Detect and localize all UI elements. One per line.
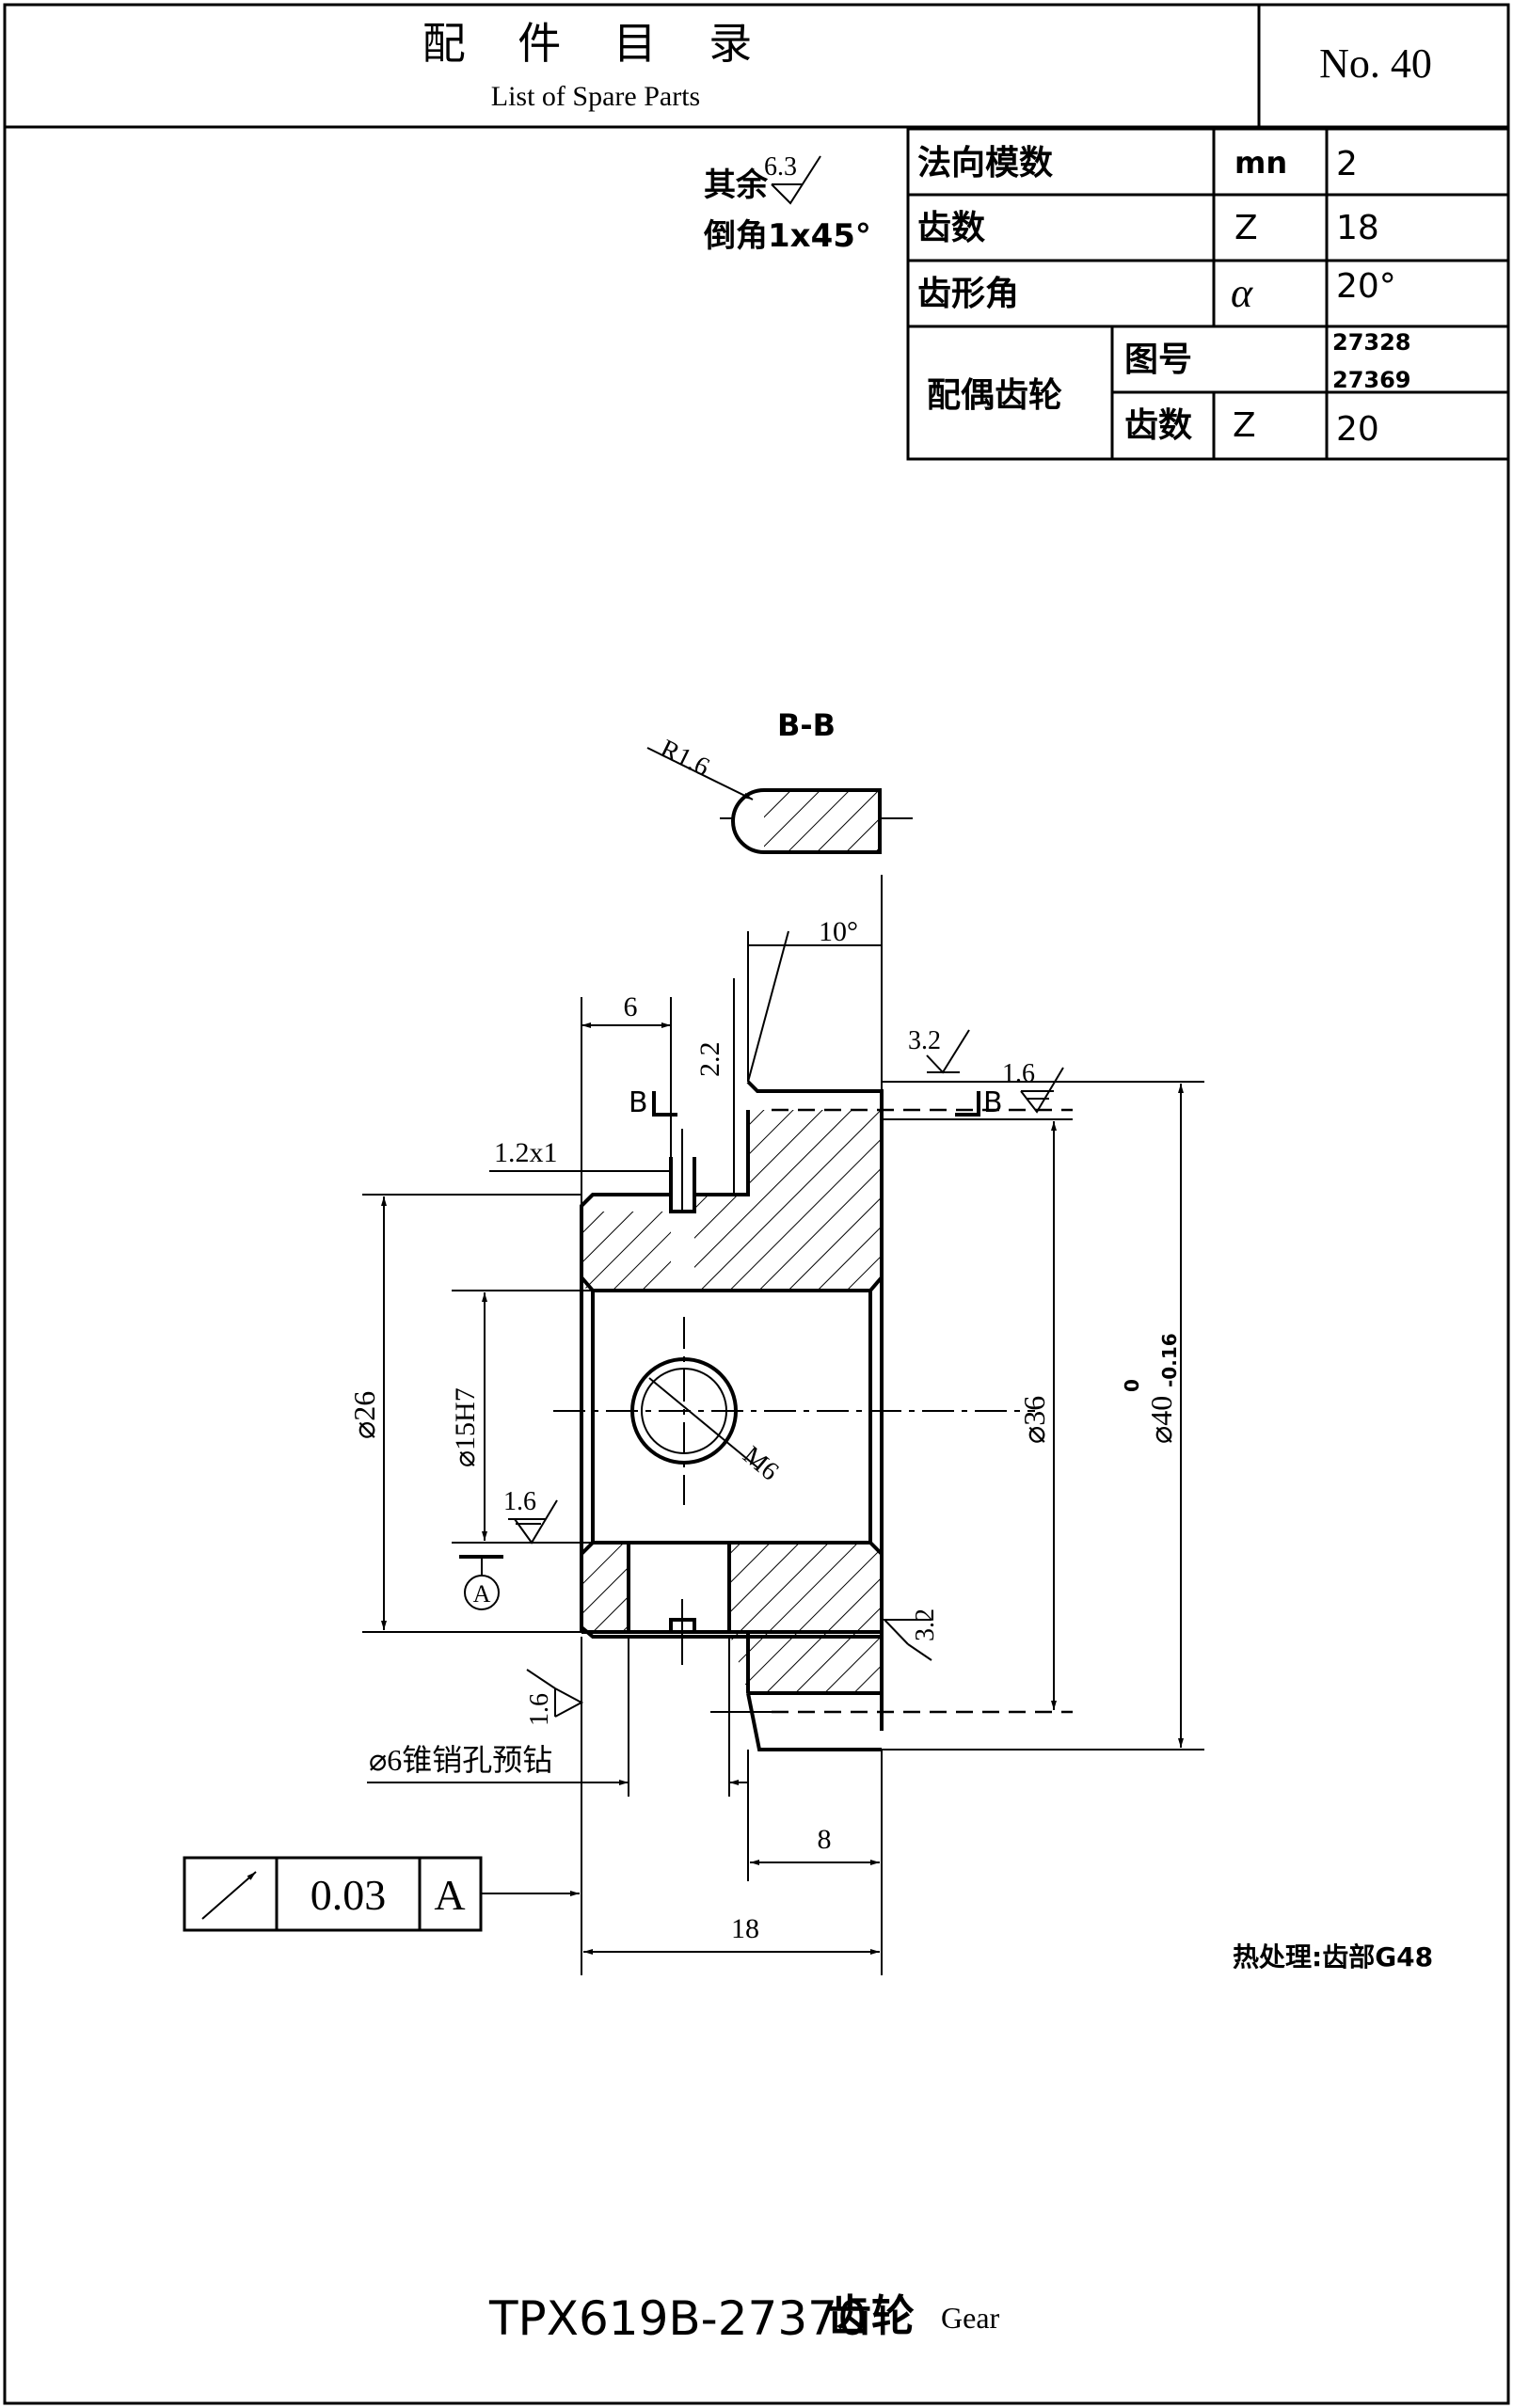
param-symbol-pressure-angle: α [1231, 270, 1253, 316]
mating-drawing-no-1: 27328 [1332, 329, 1411, 356]
dimensions: 10° 6 2.2 B B 1.2x1 ⌀26 ⌀15H7 ⌀36 [347, 875, 1204, 1975]
mating-drawing-no-2: 27369 [1332, 367, 1411, 393]
general-notes: 其余 6.3 倒角1x45° [703, 152, 871, 255]
param-name-module: 法向模数 [917, 144, 1053, 182]
dia-40-upper-tol: 0 [1121, 1379, 1143, 1392]
datum-a-symbol: A [459, 1555, 503, 1610]
groove-chamfer-label: 1.2x1 [494, 1137, 558, 1168]
header-title-en: List of Spare Parts [491, 81, 700, 112]
roughness-3-2-top: 3.2 [908, 1026, 941, 1055]
dim-18-label: 18 [731, 1913, 759, 1944]
mating-teeth-symbol: Z [1233, 406, 1256, 445]
hatch-lower-right [729, 1543, 882, 1693]
runout-arrow-icon [201, 1871, 257, 1920]
pin-hole-note: ⌀6锥销孔预钻 [369, 1743, 552, 1777]
param-symbol-teeth: Z [1234, 209, 1258, 247]
part-name-cn: 齿轮 [828, 2290, 915, 2341]
param-value-teeth: 18 [1336, 209, 1379, 247]
heat-treatment-note: 热处理:齿部G48 [1233, 1941, 1433, 1972]
dim-6-label: 6 [624, 991, 638, 1022]
runout-value: 0.03 [311, 1871, 387, 1919]
hatch-lower-left [581, 1543, 629, 1632]
roughness-symbol-icon [771, 155, 821, 205]
dia-40-label: ⌀40 [1144, 1396, 1178, 1444]
thread-label: M6 [738, 1441, 785, 1487]
roughness-1-6-left: 1.6 [503, 1487, 536, 1516]
section-bb-hatch [764, 790, 880, 852]
dim-8-label: 8 [818, 1824, 832, 1855]
hatch-upper-left [581, 1212, 671, 1291]
section-b-right: B [983, 1086, 1003, 1119]
dia-40-lower-tol: -0.16 [1158, 1333, 1181, 1387]
chamfer-note: 倒角1x45° [703, 217, 871, 255]
header-title-cn: 配 件 目 录 [422, 20, 773, 68]
section-bb-view: B-B R1.6 [646, 707, 913, 854]
section-bb-label: B-B [777, 707, 836, 743]
mating-teeth-label: 齿数 [1124, 406, 1192, 445]
sheet-frame [3, 3, 1510, 2405]
runout-datum: A [434, 1871, 465, 1919]
roughness-symbol-icon [526, 1669, 584, 1718]
dia-26-label: ⌀26 [347, 1391, 381, 1439]
hatch-upper-right [694, 1110, 882, 1291]
param-name-pressure-angle: 齿形角 [917, 275, 1019, 313]
gear-main-section: M6 [553, 1080, 1073, 1751]
gear-parameter-table: 法向模数 mn 2 齿数 Z 18 齿形角 α 20° 配偶齿轮 图号 2732… [906, 127, 1510, 461]
part-code: TPX619B-27370 [488, 2291, 868, 2346]
section-b-left: B [629, 1086, 648, 1119]
part-name-en: Gear [941, 2301, 1000, 2335]
roughness-symbol-icon [459, 1499, 581, 1545]
roughness-3-2-right: 3.2 [911, 1608, 940, 1641]
roughness-marks: 3.2 1.6 1.6 3.2 1.6 [459, 1026, 1064, 1726]
param-symbol-module: mn [1234, 145, 1287, 181]
dia-36-label: ⌀36 [1017, 1396, 1051, 1444]
dia-15h7-label: ⌀15H7 [450, 1387, 481, 1467]
roughness-1-6-top: 1.6 [1002, 1059, 1035, 1088]
datum-a-label: A [473, 1580, 491, 1608]
angle-label: 10° [819, 916, 858, 947]
roughness-symbol-icon [1020, 1067, 1064, 1114]
dim-2-2-label: 2.2 [694, 1042, 725, 1078]
roughness-1-6-bottom: 1.6 [525, 1693, 554, 1726]
runout-tolerance-frame: 0.03 A [183, 1856, 580, 1932]
param-value-pressure-angle: 20° [1336, 267, 1396, 306]
page-number: No. 40 [1319, 40, 1432, 87]
mating-drawing-no-label: 图号 [1124, 341, 1192, 379]
roughness-symbol-icon [926, 1029, 970, 1074]
param-name-teeth: 齿数 [917, 209, 985, 247]
rest-roughness-value: 6.3 [764, 152, 797, 182]
rest-roughness-label: 其余 [704, 166, 769, 204]
roughness-symbol-icon [882, 1619, 932, 1661]
param-value-module: 2 [1336, 145, 1358, 183]
mating-gear-label: 配偶齿轮 [927, 376, 1062, 415]
mating-teeth-value: 20 [1336, 410, 1379, 449]
